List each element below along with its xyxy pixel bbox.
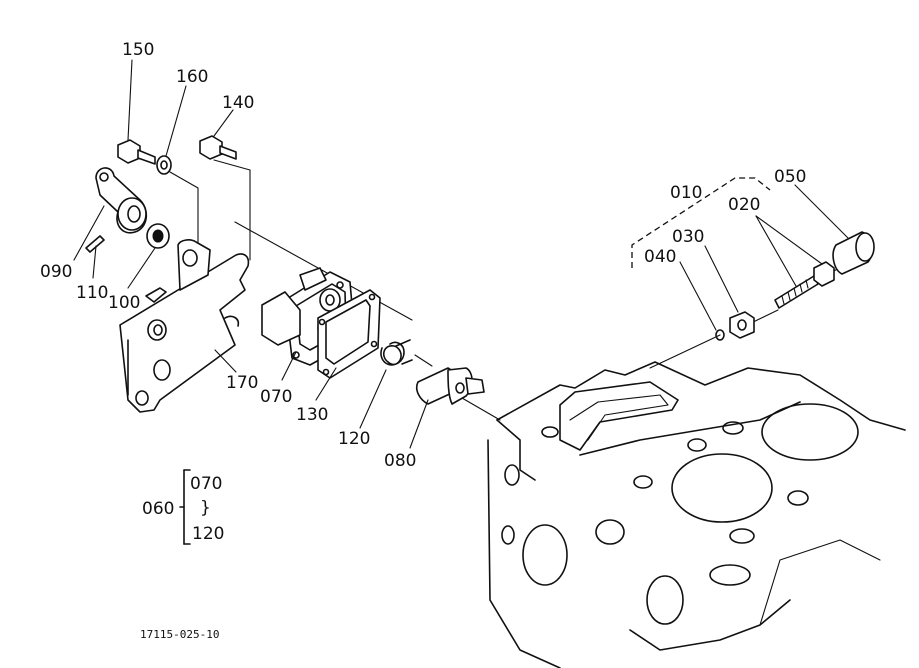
centerline-lower <box>461 397 501 421</box>
leader-020-a <box>755 215 797 287</box>
leader-120 <box>359 369 387 429</box>
adjusting-screw-020 <box>774 261 835 309</box>
leader-150 <box>127 59 133 141</box>
leader-030 <box>704 245 739 313</box>
leader-130 <box>315 367 337 401</box>
leader-020-b <box>755 215 823 265</box>
label-150: 150 <box>122 40 154 60</box>
spring-120 <box>380 339 413 366</box>
label-070: 070 <box>260 387 292 407</box>
centerline-mid <box>414 354 433 367</box>
label-140: 140 <box>222 93 254 113</box>
shaft-080 <box>415 367 485 405</box>
leader-170 <box>214 349 237 373</box>
label-080: 080 <box>384 451 416 471</box>
leader-050 <box>794 184 849 239</box>
leader-090 <box>73 205 105 261</box>
nut-030 <box>729 311 755 339</box>
bracket-plate-170 <box>119 239 250 413</box>
label-010: 010 <box>670 183 702 203</box>
label-170: 170 <box>226 373 258 393</box>
leader-160-ext <box>169 171 199 189</box>
centerline-upper <box>234 221 413 321</box>
leader-040 <box>679 261 717 331</box>
o-ring-040 <box>715 329 725 341</box>
label-090: 090 <box>40 262 72 282</box>
label-050: 050 <box>774 167 806 187</box>
gasket-130 <box>317 289 381 379</box>
label-040: 040 <box>644 247 676 267</box>
drawing-code: 17115-025-10 <box>140 628 219 641</box>
label-100: 100 <box>108 293 140 313</box>
label-130: 130 <box>296 405 328 425</box>
washer-160 <box>156 155 172 175</box>
label-030: 030 <box>672 227 704 247</box>
bracket-010 <box>631 177 771 268</box>
legend-group: 060 <box>142 499 174 519</box>
legend-tilde: } <box>200 498 211 518</box>
label-020: 020 <box>728 195 760 215</box>
label-110: 110 <box>76 283 108 303</box>
pin-110 <box>85 235 105 253</box>
bolt-140 <box>199 135 237 160</box>
bushing-100 <box>146 223 170 249</box>
leader-100 <box>127 247 156 289</box>
label-120: 120 <box>338 429 370 449</box>
leader-080 <box>409 399 429 449</box>
assembly-legend: 060 070 } 120 <box>142 469 224 545</box>
leader-110 <box>92 245 97 279</box>
leader-070 <box>281 351 297 381</box>
legend-from: 070 <box>190 474 222 494</box>
leader-140 <box>213 109 234 137</box>
bolt-150 <box>117 139 156 165</box>
leader-140-ext <box>213 159 251 171</box>
centerline-right <box>649 334 721 369</box>
cap-050 <box>832 231 875 275</box>
label-160: 160 <box>176 67 208 87</box>
legend-to: 120 <box>192 524 224 544</box>
engine-block <box>487 361 906 668</box>
leader-160 <box>165 85 187 157</box>
lever-arm-090 <box>95 167 148 234</box>
